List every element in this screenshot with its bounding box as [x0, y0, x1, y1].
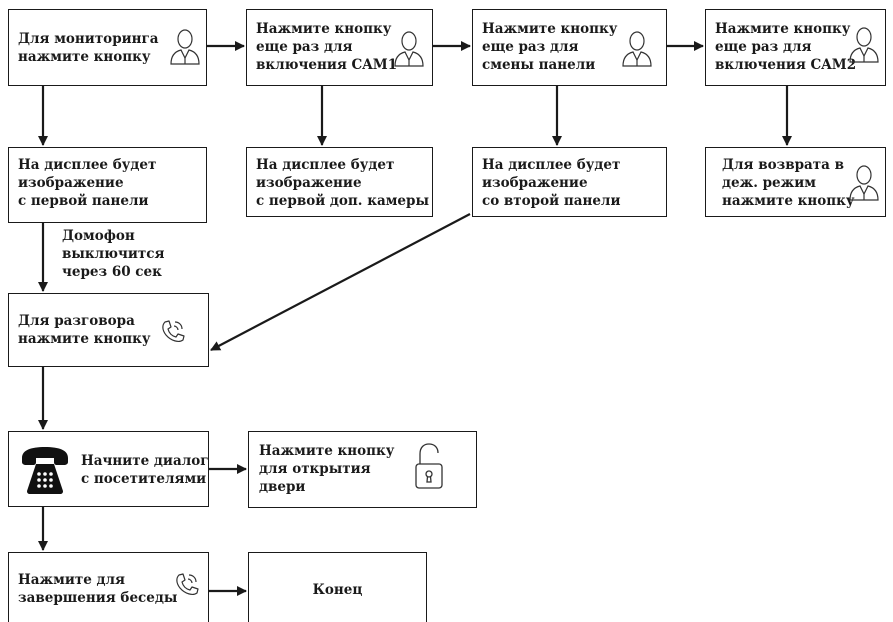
person-icon [622, 31, 652, 67]
node-display-first-cam: На дисплее будет изображение с первой до… [246, 147, 433, 217]
node-display-first-cam-line: На дисплее будет [256, 157, 395, 173]
node-return-standby: Для возврата в деж. режим нажмите кнопку [705, 147, 886, 217]
person-icon [394, 31, 424, 67]
node-switch-panel-line: еще раз для [482, 39, 579, 55]
timeout-note-line: выключится [62, 246, 165, 262]
node-open-door-line: Нажмите кнопку [259, 443, 395, 459]
node-display-first-panel-line: изображение [18, 175, 124, 191]
node-display-first-panel-line: с первой панели [18, 193, 149, 209]
node-return-standby-line: Для возврата в [722, 157, 844, 173]
node-display-first-cam-line: изображение [256, 175, 362, 191]
node-end-label: Конец [312, 582, 363, 598]
node-monitor: Для мониторинга нажмите кнопку [8, 9, 207, 86]
person-icon [849, 165, 879, 201]
node-dialog-line: с посетителями [81, 471, 207, 487]
person-icon [849, 27, 879, 63]
node-return-standby-line: деж. режим [722, 175, 817, 191]
node-talk-line: Для разговора [18, 313, 135, 329]
timeout-note-line: через 60 сек [62, 264, 162, 280]
node-display-second-panel: На дисплее будет изображение со второй п… [472, 147, 667, 217]
node-monitor-line: Для мониторинга [18, 31, 159, 47]
node-dialog: Начните диалог с посетителями [8, 431, 209, 507]
node-cam1-line: еще раз для [256, 39, 353, 55]
node-open-door-line: двери [259, 479, 306, 495]
node-display-first-panel-line: На дисплее будет [18, 157, 157, 173]
timeout-note-line: Домофон [62, 228, 135, 244]
padlock-icon [415, 443, 443, 489]
node-display-second-panel-line: изображение [482, 175, 588, 191]
node-switch-panel: Нажмите кнопку еще раз для смены панели [472, 9, 667, 86]
node-cam1: Нажмите кнопку еще раз для включения CAM… [246, 9, 433, 86]
node-switch-panel-line: Нажмите кнопку [482, 21, 618, 37]
node-return-standby-line: нажмите кнопку [722, 193, 855, 209]
timeout-note: Домофон выключится через 60 сек [62, 227, 164, 281]
node-display-first-cam-line: с первой доп. камеры [256, 193, 429, 209]
handset-icon [176, 573, 199, 595]
node-dialog-line: Начните диалог [81, 453, 209, 469]
node-open-door-line: для открытия [259, 461, 371, 477]
arrow-second-panel-to-talk [210, 213, 471, 351]
node-switch-panel-line: смены панели [482, 57, 596, 73]
person-icon [170, 29, 200, 65]
node-display-second-panel-line: На дисплее будет [482, 157, 621, 173]
node-end-call-line: Нажмите для [18, 572, 126, 588]
node-end-call-line: завершения беседы [18, 590, 178, 606]
node-cam2-line: еще раз для [715, 39, 812, 55]
node-monitor-line: нажмите кнопку [18, 49, 151, 65]
node-end-call: Нажмите для завершения беседы [8, 552, 209, 622]
node-display-first-panel: На дисплее будет изображение с первой па… [8, 147, 207, 223]
node-end: Конец [248, 552, 427, 622]
handset-icon [162, 320, 185, 342]
node-cam2-line: включения CAM2 [715, 57, 857, 73]
node-display-second-panel-line: со второй панели [482, 193, 621, 209]
node-talk-line: нажмите кнопку [18, 331, 151, 347]
node-open-door: Нажмите кнопку для открытия двери [248, 431, 477, 508]
node-talk: Для разговора нажмите кнопку [8, 293, 209, 367]
desk-phone-icon [22, 447, 68, 494]
node-cam2-line: Нажмите кнопку [715, 21, 851, 37]
node-cam1-line: включения CAM1 [256, 57, 398, 73]
node-cam2: Нажмите кнопку еще раз для включения CAM… [705, 9, 886, 86]
node-cam1-line: Нажмите кнопку [256, 21, 392, 37]
